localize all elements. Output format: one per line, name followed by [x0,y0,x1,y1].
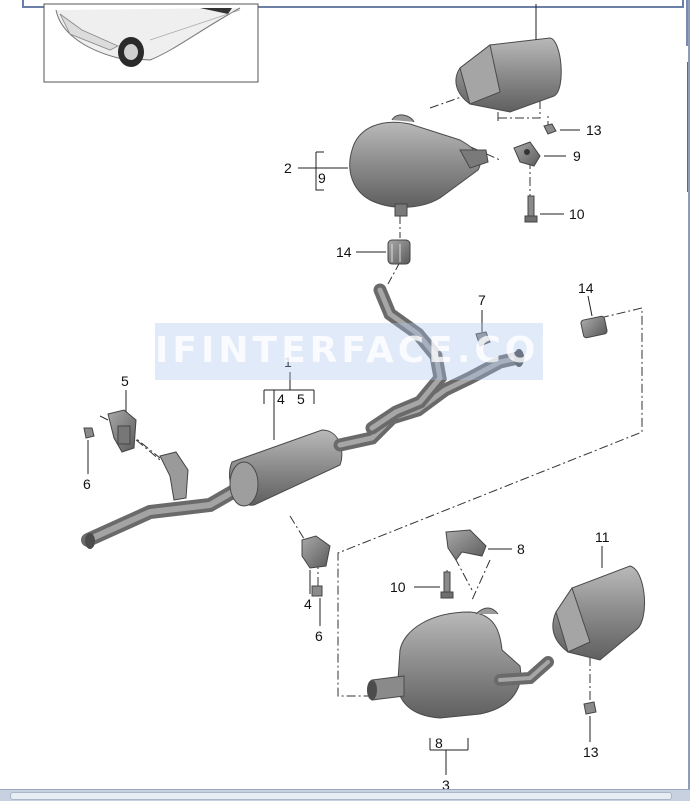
callout-9-bracket: 9 [318,170,326,186]
callout-labels: 13 9 10 2 9 14 7 14 1 4 5 5 6 4 6 8 10 1… [83,122,610,793]
bolt-10-lower [440,571,454,599]
horizontal-scrollbar[interactable] [0,789,690,801]
callout-14-right: 14 [578,280,594,296]
scrollbar-thumb[interactable] [10,792,672,800]
nut-13-upper [543,123,557,135]
callout-8-lower: 8 [517,541,525,557]
callout-13-lower: 13 [583,744,599,760]
assembly-boundary-right-upper [497,98,541,124]
callout-4-group: 4 [277,391,285,407]
clamp-14-upper [387,239,411,265]
fastener-6-lower [311,585,323,597]
callout-9-upper: 9 [573,148,581,164]
fastener-6-left [83,427,95,439]
leader-lines [87,4,603,775]
hanger-bracket-center [159,451,189,501]
callout-10-lower: 10 [390,579,406,595]
callout-2: 2 [284,160,292,176]
callout-5-group: 5 [297,391,305,407]
clamp-dash [387,215,401,285]
callout-10-upper: 10 [569,206,585,222]
bracket-dash-left [87,428,319,590]
vehicle-thumbnail [43,3,259,83]
rear-silencer-upper [349,114,489,217]
nut-7 [475,331,491,347]
bolt-10-upper [524,195,538,223]
callout-1: 1 [284,354,292,370]
callout-4-lower: 4 [304,596,312,612]
window-right-edge [688,0,690,790]
assembly-boundary-rear [337,307,643,697]
clamp-14-right [580,315,608,339]
callout-3: 3 [442,777,450,793]
callout-6-lower: 6 [315,628,323,644]
main-exhaust-pipe [81,283,525,549]
callout-7: 7 [478,292,486,308]
callout-13-upper: 13 [586,122,602,138]
bracket-9-upper [513,141,541,167]
bracket-8-lower [445,529,487,561]
callout-5-left: 5 [121,373,129,389]
callout-6-left: 6 [83,476,91,492]
callout-14-upper: 14 [336,244,352,260]
rear-silencer-lower [367,607,554,719]
callout-8-group: 8 [435,735,443,751]
nut-13-lower [583,701,597,715]
assembly-boundary-left [99,415,161,461]
watermark-background [155,323,543,380]
watermark: IFINTERFACE.COM [155,330,580,371]
window-top-frame [22,0,684,8]
tailpipe-tip-lower [552,565,646,661]
tailpipe-tip-upper [455,37,562,113]
bracket-5-left [107,409,137,453]
callout-11: 11 [595,529,610,545]
bracket-4-lower [301,535,331,569]
